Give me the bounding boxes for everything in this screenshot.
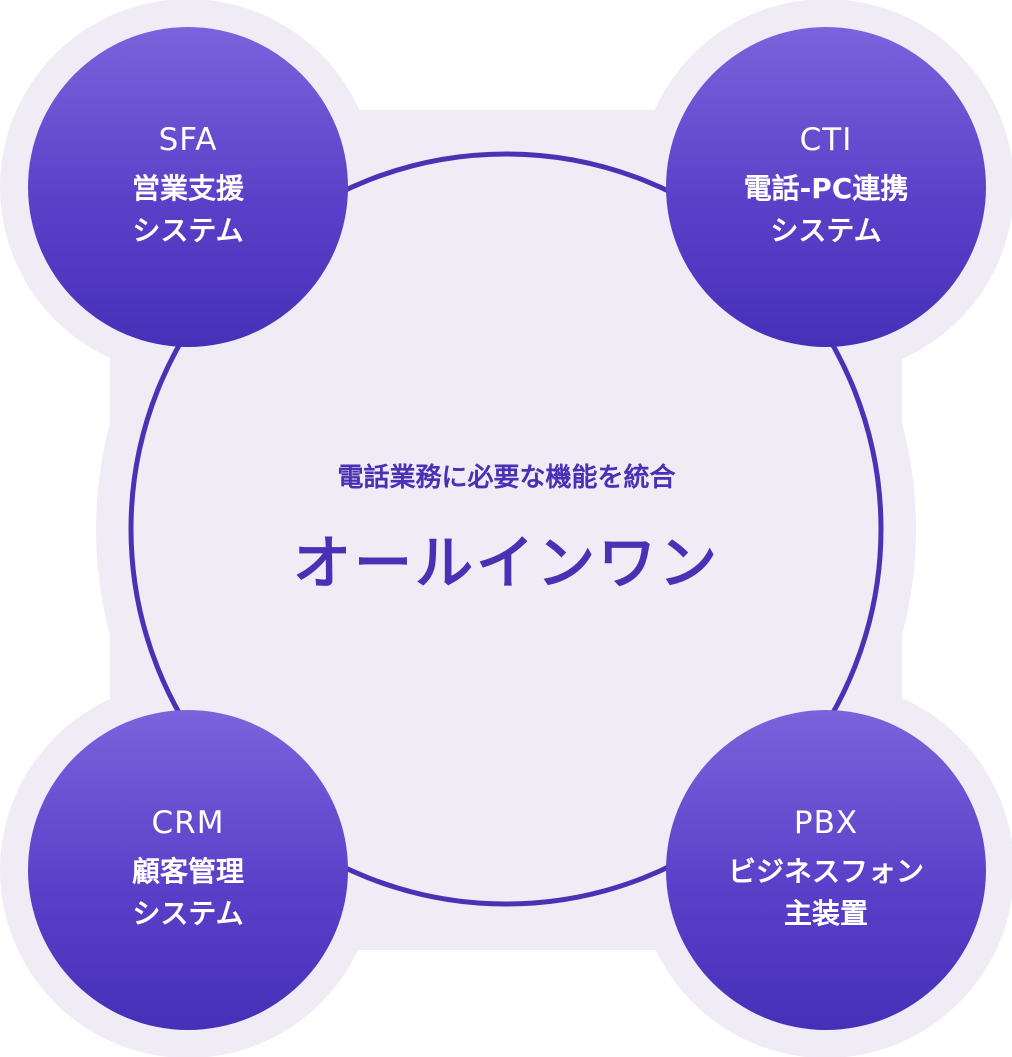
node-label: 顧客管理 [131,854,244,888]
center-ring [128,151,884,907]
node-label: システム [132,896,244,930]
node-sfa: SFA 営業支援 システム [28,27,348,347]
node-label: ビジネスフォン [727,854,924,888]
node-label: システム [132,213,244,247]
center-subtitle: 電話業務に必要な機能を統合 [337,463,676,493]
node-label: 電話-PC連携 [743,171,909,205]
node-pbx: PBX ビジネスフォン 主装置 [666,710,986,1030]
node-label: 主装置 [783,896,868,930]
node-abbr: PBX [793,805,859,842]
center-title: オールインワン [292,529,720,597]
node-abbr: CRM [151,805,225,842]
center-hub: 電話業務に必要な機能を統合 オールインワン [131,153,882,904]
node-label: 営業支援 [131,171,244,205]
node-abbr: CTI [799,122,853,159]
node-cti: CTI 電話-PC連携 システム [666,27,986,347]
node-crm: CRM 顧客管理 システム [28,710,348,1030]
node-label: システム [770,213,882,247]
node-abbr: SFA [158,122,218,159]
